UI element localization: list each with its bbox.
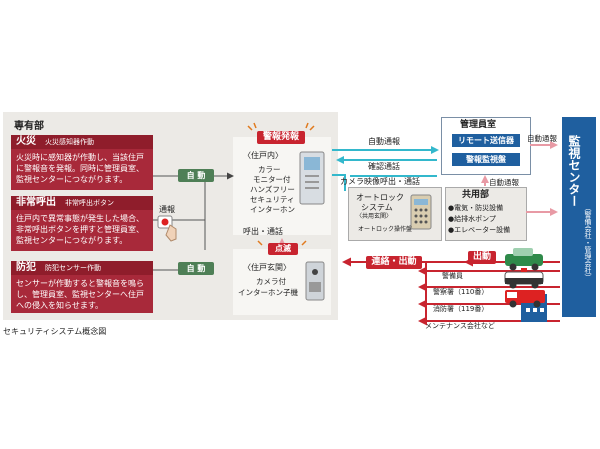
crime-heading: 防犯 防犯センサー作動 <box>11 261 153 275</box>
autolock-panel-icon <box>410 194 432 230</box>
camera-call-label: カメラ映像呼出・通話 <box>340 177 420 186</box>
emergency-heading: 非常呼出 非常呼出ボタン <box>11 196 153 210</box>
autolock-line-2: システム <box>361 203 393 212</box>
auto-report-label-1: 自動通報 <box>368 137 400 146</box>
monitor-center-sub: （警備会社・管理会社） <box>584 204 592 281</box>
police-car-icon <box>504 268 544 289</box>
crime-title: 防犯 <box>16 262 36 273</box>
indoor-location: 〈住戸内〉 <box>243 151 283 160</box>
responder-guard: 警備員 <box>442 272 463 280</box>
fire-body: 火災時に感知器が作動し、当該住戸に警報音を発報。同時に管理員室、監視センターにつ… <box>11 149 153 190</box>
entrance-desc-1: カメラ付 <box>256 277 286 286</box>
indoor-desc-5: インターホン <box>250 205 295 214</box>
indoor-desc-2: モニター付 <box>253 175 291 184</box>
contact-dispatch-tag: 連絡・出動 <box>366 256 422 269</box>
crime-body: センサーが作動すると警報音を鳴らし、管理員室、監視センターへ住戸への侵入を知らせ… <box>11 275 153 313</box>
auto-report-label-2: 自動通報 <box>527 134 557 143</box>
responder-fire: 消防署（119番） <box>433 305 489 313</box>
call-label: 通報 <box>159 205 175 214</box>
monitor-center-box <box>562 117 596 317</box>
auto-label-2: 自 動 <box>178 262 214 275</box>
call-talk-label: 呼出・通話 <box>243 227 283 236</box>
manager-room-title: 管理員室 <box>460 120 497 130</box>
remote-transmitter-button[interactable]: リモート送信器 <box>452 134 520 147</box>
autolock-line-1: オートロック <box>356 193 404 202</box>
indoor-desc-1: カラー <box>258 165 281 174</box>
confirm-call-label: 確認通話 <box>368 162 400 171</box>
entrance-desc-2: インターホン子機 <box>238 288 298 297</box>
indoor-desc-3: ハンズフリー <box>250 185 295 194</box>
common-area-item-2: ●給排水ポンプ <box>448 215 496 223</box>
entrance-location: 〈住戸玄関〉 <box>243 263 291 272</box>
indoor-monitor-icon <box>299 151 325 205</box>
auto-label-1: 自 動 <box>178 169 214 182</box>
common-area-item-1: ●電気・防災設備 <box>448 204 504 212</box>
emergency-title: 非常呼出 <box>16 197 56 208</box>
alarm-monitor-panel-button[interactable]: 警報監視盤 <box>452 153 520 166</box>
responder-maint: メンテナンス会社など <box>425 322 495 330</box>
fire-title: 火災 <box>16 136 36 147</box>
responder-police: 警察署（110番） <box>433 288 489 296</box>
auto-report-label-3: 自動通報 <box>489 178 519 187</box>
emergency-button-icon <box>157 215 177 242</box>
common-area-box <box>445 187 527 241</box>
dispatch-tag: 出動 <box>468 251 496 264</box>
diagram-caption: セキュリティシステム概念図 <box>3 327 107 336</box>
autolock-panel-label: オートロック操作盤 <box>358 226 413 233</box>
autolock-sub: 〈共用玄関〉 <box>356 213 393 220</box>
private-area-title: 専有部 <box>14 121 44 132</box>
common-area-item-3: ●エレベーター設備 <box>448 226 511 234</box>
common-area-title: 共用部 <box>462 190 490 200</box>
alarm-spark-icon <box>247 122 315 246</box>
guard-car-icon <box>505 248 543 271</box>
fire-heading: 火災 火災感知器作動 <box>11 135 153 149</box>
indoor-desc-4: セキュリティ <box>250 195 295 204</box>
alarm-tag: 警報発報 <box>257 131 305 144</box>
crime-sub: 防犯センサー作動 <box>45 264 101 272</box>
fire-truck-icon <box>505 290 545 308</box>
fire-sub: 火災感知器作動 <box>45 138 94 146</box>
monitor-center-title: 監視センター <box>567 135 581 207</box>
cyan-arrows <box>332 146 439 191</box>
emergency-body: 住戸内で異常事態が発生した場合、非常呼出ボタンを押すと管理員室、監視センターにつ… <box>11 210 153 251</box>
blink-tag: 点滅 <box>268 243 298 255</box>
emergency-sub: 非常呼出ボタン <box>65 199 114 207</box>
entrance-camera-icon <box>305 261 325 301</box>
